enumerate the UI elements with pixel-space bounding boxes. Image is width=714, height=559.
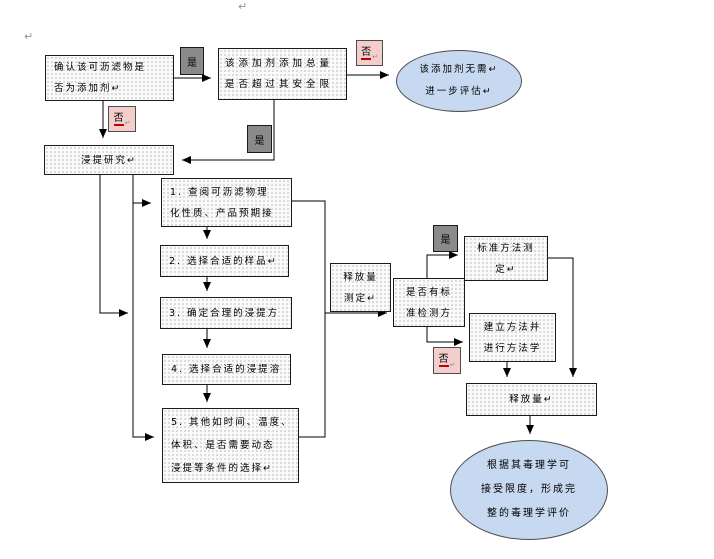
paragraph-mark: ↵ xyxy=(24,30,34,43)
node-text: 接受限度，形成完 xyxy=(481,484,577,495)
node-text: 浸提等条件的选择↵ xyxy=(171,463,273,474)
terminal-final-evaluation[interactable]: 根据其毒理学可 接受限度，形成完 整的毒理学评价 xyxy=(450,440,608,540)
node-text: 进行方法学 xyxy=(483,342,542,354)
node-text: 体积、是否需要动态 xyxy=(171,440,275,451)
no-text: 否 xyxy=(438,354,449,367)
paragraph-mark: ↵ xyxy=(124,119,131,127)
decision-no-label[interactable]: 否 ↵ xyxy=(356,40,383,66)
node-confirm-additive[interactable]: 确认该可沥滤物是 否为添加剂↵ xyxy=(45,55,174,101)
node-text: 否为添加剂↵ xyxy=(54,83,122,94)
node-step4[interactable]: 4. 选择合适的浸提溶 xyxy=(162,354,291,385)
node-text: 定↵ xyxy=(495,263,517,275)
node-text: 该添加剂添加总量 xyxy=(225,58,334,69)
node-standard-method[interactable]: 标准方法测 定↵ xyxy=(464,236,548,281)
arrow-standard-method-to-release xyxy=(548,257,577,377)
node-text: 进一步评估↵ xyxy=(425,86,493,97)
arrow-standard-exists-to-establish xyxy=(426,327,463,346)
node-step2[interactable]: 2. 选择合适的样品↵ xyxy=(160,245,289,277)
node-step5[interactable]: 5. 其他如时间、温度、 体积、是否需要动态 浸提等条件的选择↵ xyxy=(162,408,299,483)
decision-yes-label[interactable]: 是 xyxy=(247,125,272,153)
node-text: 是否有标 xyxy=(405,286,452,298)
node-text: 4. 选择合适的浸提溶 xyxy=(171,364,282,375)
node-release-determination[interactable]: 释放量 测定↵ xyxy=(330,263,391,312)
node-text: 准检测方 xyxy=(405,307,452,319)
no-text: 否 xyxy=(361,46,372,60)
arrow-extraction-to-step3 xyxy=(99,175,128,317)
node-release-amount[interactable]: 释放量↵ xyxy=(466,383,597,416)
paragraph-mark: ↵ xyxy=(372,53,378,61)
node-standard-exists[interactable]: 是否有标 准检测方 xyxy=(393,278,465,327)
node-step1[interactable]: 1. 查阅可沥滤物理 化性质、产品预期接 xyxy=(161,178,292,227)
node-text: 释放量 xyxy=(343,271,378,283)
paragraph-mark: ↵ xyxy=(449,361,456,369)
node-text: 2. 选择合适的样品↵ xyxy=(169,255,278,267)
yes-text: 是 xyxy=(187,57,197,69)
line-steps-busbar xyxy=(292,200,326,438)
node-text: 根据其毒理学可 xyxy=(487,460,571,471)
decision-no-label[interactable]: 否 ↵ xyxy=(433,347,461,374)
node-text: 化性质、产品预期接 xyxy=(170,207,274,219)
decision-yes-label[interactable]: 是 xyxy=(433,225,458,252)
node-text: 建立方法并 xyxy=(483,321,542,333)
node-text: 整的毒理学评价 xyxy=(487,508,571,519)
node-text: 确认该可沥滤物是 xyxy=(54,62,147,73)
node-establish-method[interactable]: 建立方法并 进行方法学 xyxy=(469,313,556,362)
yes-text: 是 xyxy=(254,135,265,147)
node-text: 该添加剂无需↵ xyxy=(419,64,499,75)
decision-no-label[interactable]: 否 ↵ xyxy=(108,106,136,132)
terminal-no-further-eval[interactable]: 该添加剂无需↵ 进一步评估↵ xyxy=(396,50,522,112)
node-total-amount[interactable]: 该添加剂添加总量 是否超过其安全限 xyxy=(218,48,347,100)
node-text: 浸提研究↵ xyxy=(81,154,137,166)
node-step3[interactable]: 3. 确定合理的浸提方 xyxy=(160,297,292,329)
node-text: 释放量↵ xyxy=(509,394,554,405)
yes-text: 是 xyxy=(440,235,451,246)
arrow-total-to-extraction xyxy=(182,100,275,164)
node-text: 5. 其他如时间、温度、 xyxy=(171,417,293,428)
arrow-extraction-to-step5 xyxy=(132,175,154,441)
node-text: 测定↵ xyxy=(344,292,377,304)
decision-yes-label[interactable]: 是 xyxy=(180,47,204,75)
node-text: 3. 确定合理的浸提方 xyxy=(169,307,280,319)
node-text: 标准方法测 xyxy=(477,242,535,254)
paragraph-mark: ↵ xyxy=(238,0,248,13)
node-extraction-study[interactable]: 浸提研究↵ xyxy=(44,145,174,175)
arrow-standard-exists-to-standard-method xyxy=(426,251,458,278)
no-text: 否 xyxy=(113,112,124,126)
node-text: 1. 查阅可沥滤物理 xyxy=(170,186,269,198)
node-text: 是否超过其安全限 xyxy=(225,79,334,90)
